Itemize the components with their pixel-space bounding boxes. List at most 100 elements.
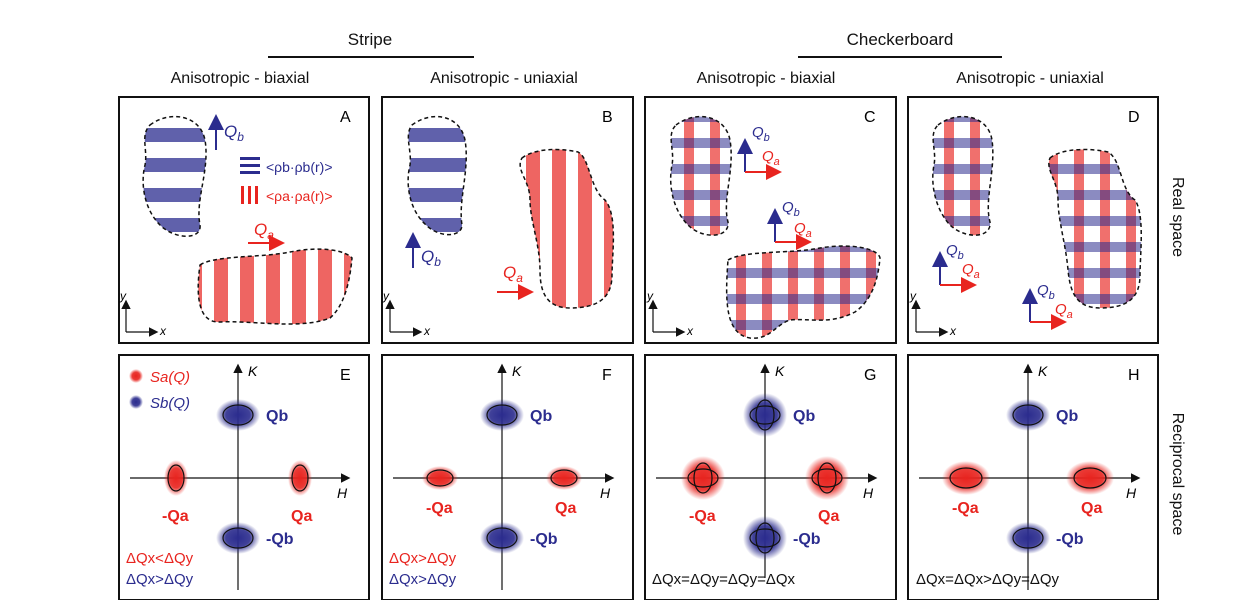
negqa-peak-label-h: -Qa: [952, 500, 979, 517]
legend-sa-label: Sa(Q): [150, 369, 190, 386]
panel-d: D Qb Qa Qb Qa y x: [907, 96, 1159, 344]
axis-x-label-c: x: [686, 324, 694, 338]
legend-sb-label: Sb(Q): [150, 395, 190, 412]
peak-qa-g: [805, 456, 849, 500]
qb-peak-label-e: Qb: [266, 408, 288, 425]
qa-label-c1: Qa: [762, 148, 780, 168]
qa-label-d1: Qa: [962, 261, 980, 281]
qa-label-d2: Qa: [1055, 301, 1073, 321]
qa-label-c2: Qa: [794, 220, 812, 240]
h-label-h: H: [1126, 485, 1137, 501]
panel-f: F H K Qb -Qb -Qa Qa ΔQx>ΔQy ΔQx>ΔQy: [381, 354, 634, 600]
peak-negqa-h: [942, 461, 990, 495]
panel-letter-f: F: [602, 367, 612, 384]
peak-negqa-g: [681, 456, 725, 500]
domain-checker-d1: [932, 115, 994, 236]
axis-y-label-c: y: [646, 289, 654, 303]
panel-g: G H K Qb -Qb -Qa Qa ΔQx=ΔQy=ΔQy=ΔQx: [644, 354, 897, 600]
qb-label-a: Qb: [224, 122, 244, 144]
panel-letter-c: C: [864, 109, 876, 126]
qb-label-b: Qb: [421, 247, 441, 269]
relation-e-red: ΔQx<ΔQy: [126, 550, 194, 567]
qa-peak-label-f: Qa: [555, 500, 576, 517]
qb-peak-label-g: Qb: [793, 408, 815, 425]
relation-h: ΔQx=ΔQx>ΔQy=ΔQy: [916, 571, 1060, 588]
peak-qb-h: [1006, 399, 1050, 431]
k-label-g: K: [775, 363, 785, 379]
qa-peak-label-g: Qa: [818, 508, 839, 525]
h-label-e: H: [337, 485, 348, 501]
panel-c: C Qb Qa Qb Qa y x: [644, 96, 897, 344]
relation-f-red: ΔQx>ΔQy: [389, 550, 457, 567]
k-label-f: K: [512, 363, 522, 379]
legend-blue-label: <ρb·ρb(r)>: [266, 159, 333, 175]
domain-blue-a: [142, 115, 207, 237]
legend-red-label: <ρa·ρa(r)>: [266, 188, 333, 204]
qa-label-b: Qa: [503, 263, 523, 285]
k-label-h: K: [1038, 363, 1048, 379]
peak-qa-h: [1066, 461, 1114, 495]
domain-checker-c2: [725, 245, 881, 339]
legend-blue-icon: [240, 157, 260, 174]
qa-peak-label-e: Qa: [291, 508, 312, 525]
subtitle-c: Anisotropic - biaxial: [696, 70, 836, 87]
legend-red-icon: [241, 186, 258, 204]
subtitle-d: Anisotropic - uniaxial: [956, 70, 1104, 87]
panel-letter-h: H: [1128, 367, 1140, 384]
relation-g: ΔQx=ΔQy=ΔQy=ΔQx: [652, 571, 796, 588]
axis-x-label-a: x: [159, 324, 167, 338]
h-label-f: H: [600, 485, 611, 501]
qb-peak-label-h: Qb: [1056, 408, 1078, 425]
panel-letter-e: E: [340, 367, 351, 384]
k-label-e: K: [248, 363, 258, 379]
qb-label-c2: Qb: [782, 199, 800, 219]
legend-sa-dot: [129, 369, 143, 383]
negqb-peak-label-e: -Qb: [266, 531, 294, 548]
peak-negqb-h: [1006, 522, 1050, 554]
group-title-checkerboard: Checkerboard: [846, 30, 954, 49]
subtitle-a: Anisotropic - biaxial: [170, 70, 310, 87]
axis-x-label-d: x: [949, 324, 957, 338]
panel-a: A Qb <ρb·ρb(r)> <ρa·ρa(r)> Qa y x: [118, 96, 370, 344]
qb-label-d2: Qb: [1037, 282, 1055, 302]
stripe-underline: [268, 56, 474, 58]
qa-label-a: Qa: [254, 220, 274, 242]
qb-label-c1: Qb: [752, 124, 770, 144]
legend-sb-dot: [129, 395, 143, 409]
negqa-peak-label-f: -Qa: [426, 500, 453, 517]
domain-red-a: [197, 248, 353, 325]
subtitle-b: Anisotropic - uniaxial: [430, 70, 578, 87]
negqb-peak-label-f: -Qb: [530, 531, 558, 548]
peak-qb-f: [480, 399, 524, 431]
axis-y-label-d: y: [909, 289, 917, 303]
group-title-stripe: Stripe: [347, 30, 393, 49]
qa-peak-label-h: Qa: [1081, 500, 1102, 517]
qb-label-d1: Qb: [946, 242, 964, 262]
negqa-peak-label-g: -Qa: [689, 508, 716, 525]
panel-letter-d: D: [1128, 109, 1140, 126]
domain-checker-c1: [669, 115, 732, 236]
qb-peak-label-f: Qb: [530, 408, 552, 425]
panel-e: E H K Sa(Q) Sb(Q) Qb -Qb -Qa Qa ΔQx<ΔQy …: [118, 354, 370, 600]
domain-checker-d2: [1048, 148, 1142, 309]
negqb-peak-label-h: -Qb: [1056, 531, 1084, 548]
peak-negqb-e: [216, 522, 260, 554]
panel-letter-b: B: [602, 109, 613, 126]
axis-y-label-a: y: [119, 289, 127, 303]
relation-e-blue: ΔQx>ΔQy: [126, 571, 194, 588]
domain-red-b: [519, 148, 615, 309]
panel-b: B Qb Qa y x: [381, 96, 634, 344]
peak-qb-g: [743, 393, 787, 437]
h-label-g: H: [863, 485, 874, 501]
checkerboard-underline: [798, 56, 1002, 58]
axis-y-label-b: y: [382, 289, 390, 303]
panel-letter-a: A: [340, 109, 351, 126]
negqa-peak-label-e: -Qa: [162, 508, 189, 525]
peak-qb-e: [216, 399, 260, 431]
negqb-peak-label-g: -Qb: [793, 531, 821, 548]
domain-blue-b: [407, 115, 467, 236]
peak-negqb-f: [480, 522, 524, 554]
panel-letter-g: G: [864, 367, 876, 384]
relation-f-blue: ΔQx>ΔQy: [389, 571, 457, 588]
axis-x-label-b: x: [423, 324, 431, 338]
